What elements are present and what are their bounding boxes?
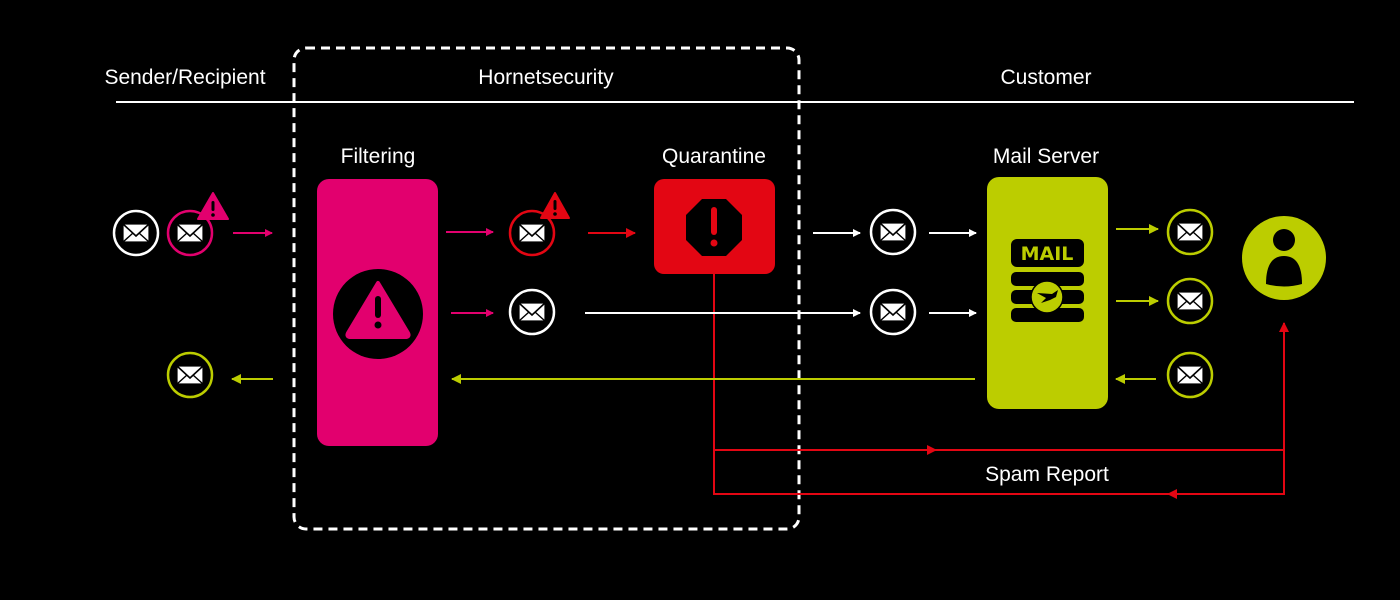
- hornet-logo-icon: [1037, 290, 1058, 303]
- warning-badge-icon: [540, 192, 570, 219]
- envelope-icon: [518, 302, 546, 322]
- envelope-icon: [122, 223, 150, 243]
- mail-server-icon: MAIL: [1011, 239, 1084, 322]
- envelope-outgoing-sent: [166, 351, 214, 399]
- envelope-sender-suspicious: [166, 209, 214, 257]
- envelope-sender-clean: [112, 209, 160, 257]
- warning-badge-icon: [197, 192, 229, 220]
- filtering-label: Filtering: [341, 145, 416, 168]
- envelope-icon: [176, 365, 204, 385]
- header-hornetsecurity: Hornetsecurity: [478, 66, 614, 89]
- spam-report-outbound-line: [713, 274, 1285, 451]
- envelope-delivered: [869, 288, 917, 336]
- envelope-icon: [879, 302, 907, 322]
- mail-badge: MAIL: [1021, 243, 1074, 265]
- header-sender-recipient: Sender/Recipient: [104, 66, 265, 89]
- envelope-icon: [879, 222, 907, 242]
- envelope-icon: [1176, 222, 1204, 242]
- envelope-filtered-threat: [508, 209, 556, 257]
- envelope-inbox-2: [1166, 277, 1214, 325]
- envelope-released: [869, 208, 917, 256]
- envelope-outgoing: [1166, 351, 1214, 399]
- spam-report-flow: [713, 274, 1289, 499]
- warning-triangle-icon: [333, 269, 423, 359]
- envelope-icon: [1176, 365, 1204, 385]
- header-customer: Customer: [1000, 66, 1091, 89]
- envelope-filtered-clean: [508, 288, 556, 336]
- mail-server-label: Mail Server: [993, 145, 1099, 168]
- envelope-inbox-1: [1166, 208, 1214, 256]
- stop-octagon-icon: [686, 199, 742, 256]
- envelope-icon: [176, 223, 204, 243]
- envelope-icon: [1176, 291, 1204, 311]
- hornetsecurity-boundary: [292, 46, 801, 531]
- user-icon: [1242, 216, 1326, 300]
- spam-report-return-line: [713, 450, 1285, 495]
- spam-report-label: Spam Report: [985, 463, 1109, 486]
- envelope-icon: [518, 223, 546, 243]
- quarantine-label: Quarantine: [662, 145, 766, 168]
